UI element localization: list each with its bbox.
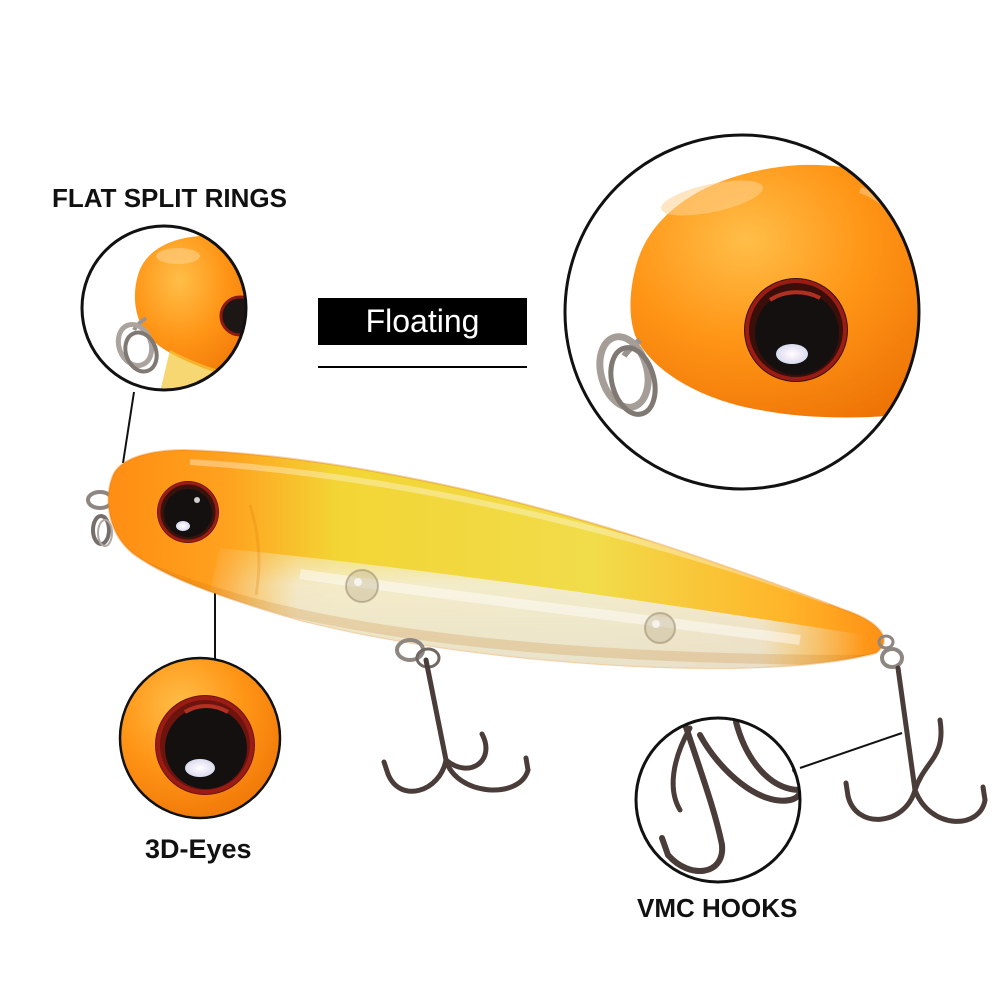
callout-split-rings [80, 224, 248, 392]
rear-treble-hook [843, 634, 988, 824]
split-rings-label: FLAT SPLIT RINGS [52, 183, 287, 213]
lure-head-closeup [134, 235, 245, 385]
callout-vmc-hooks [634, 716, 802, 884]
vmc-hooks-label: VMC HOOKS [637, 893, 798, 923]
badge-underline [318, 366, 527, 368]
hook-closeup [659, 719, 799, 874]
fishing-lure [86, 448, 988, 824]
connector-hooks [799, 732, 903, 769]
front-treble-hook [381, 638, 531, 794]
3d-eyes-label: 3D-Eyes [145, 834, 252, 864]
rattle-bearing [644, 612, 676, 644]
nose-split-ring [86, 490, 114, 547]
split-ring-closeup [115, 316, 159, 374]
split-ring-closeup [596, 333, 658, 417]
callout-3d-eyes [118, 656, 282, 820]
rattle-bearing [345, 569, 379, 603]
lure-eye [157, 481, 219, 543]
callout-head-closeup [563, 133, 921, 491]
lure-belly [180, 548, 884, 669]
connector-split-rings [122, 391, 135, 464]
eye-closeup [155, 695, 255, 795]
floating-badge: Floating [318, 298, 527, 345]
eye-edge [219, 295, 245, 337]
eye-closeup [744, 278, 848, 382]
